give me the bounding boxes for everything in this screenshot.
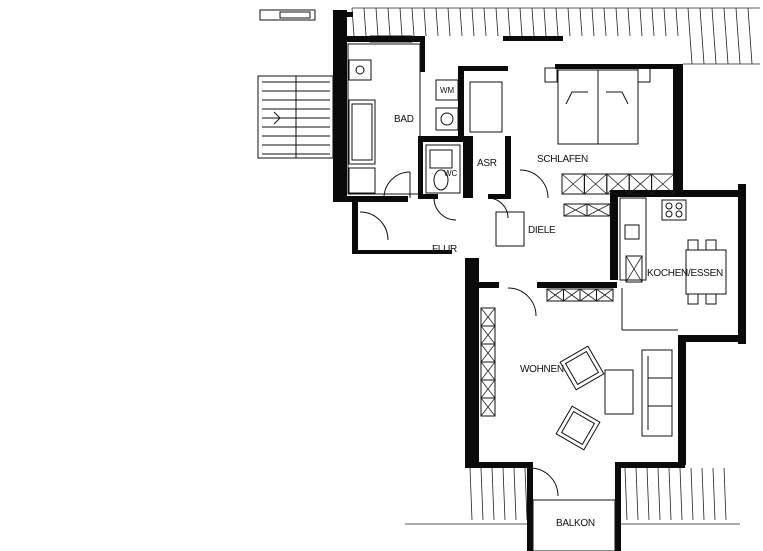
walls bbox=[333, 10, 746, 551]
sofa bbox=[641, 349, 673, 437]
label-wohnen: WOHNEN bbox=[520, 364, 564, 375]
label-bad: BAD bbox=[394, 114, 414, 125]
armchair bbox=[559, 345, 605, 391]
hall-wardrobe bbox=[563, 203, 611, 217]
hall-elements bbox=[495, 203, 611, 247]
living-room-furniture bbox=[480, 288, 673, 451]
label-wc: WC bbox=[444, 169, 458, 178]
kitchen-fixtures bbox=[619, 197, 727, 331]
coffee-table bbox=[604, 369, 634, 415]
wc-fixtures bbox=[425, 144, 461, 194]
staircase bbox=[257, 75, 334, 159]
label-schlafen: SCHLAFEN bbox=[537, 154, 588, 165]
label-kochen-essen: KOCHEN/ESSEN bbox=[647, 268, 723, 279]
shelf bbox=[480, 288, 614, 417]
label-flur: FLUR bbox=[432, 244, 457, 255]
roof-hatching-top bbox=[351, 7, 760, 65]
roof-hatching-bottom bbox=[405, 467, 740, 525]
label-asr: ASR bbox=[477, 158, 497, 169]
label-wm: WM bbox=[440, 86, 455, 95]
label-balkon: BALKON bbox=[556, 518, 595, 529]
washing-machine bbox=[435, 79, 459, 101]
wardrobe bbox=[561, 173, 675, 195]
bedroom-furniture bbox=[469, 67, 675, 195]
balcony bbox=[532, 499, 616, 551]
door-swings bbox=[359, 169, 559, 497]
armchair bbox=[555, 405, 601, 451]
room-labels: BAD WM WC ASR SCHLAFEN DIELE FLUR KOCHEN… bbox=[394, 86, 723, 529]
label-diele: DIELE bbox=[528, 225, 556, 236]
roof-window bbox=[259, 9, 316, 21]
